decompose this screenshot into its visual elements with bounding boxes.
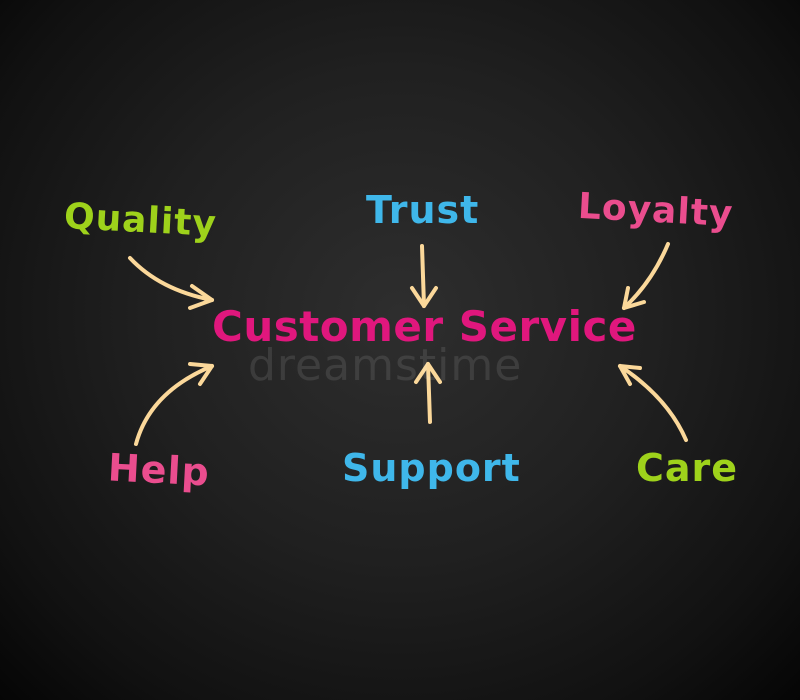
node-help: Help <box>106 445 211 495</box>
arrow-loyalty-to-center <box>622 242 670 310</box>
node-care: Care <box>636 446 739 490</box>
node-support: Support <box>342 446 521 490</box>
node-quality: Quality <box>63 196 218 245</box>
arrow-care-to-center <box>618 364 688 442</box>
node-loyalty: Loyalty <box>577 185 735 236</box>
arrow-support-to-center <box>414 362 442 424</box>
watermark-text: dreamstime <box>248 340 523 391</box>
arrow-trust-to-center <box>410 244 438 308</box>
node-trust: Trust <box>366 188 480 232</box>
arrow-quality-to-center <box>128 256 214 310</box>
arrow-help-to-center <box>134 362 214 446</box>
center-label: Customer Service <box>212 302 637 351</box>
